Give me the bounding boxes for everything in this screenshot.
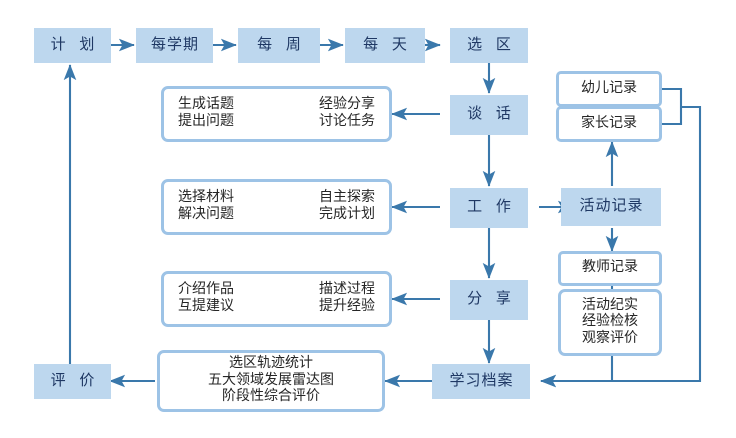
evaluate-detail-line: 阶段性综合评价 [222,389,320,405]
teacher-detail-line: 观察评价 [582,330,638,346]
work-detail-0-left: 选择材料 [178,190,234,206]
node-week-label: 每 周 [257,36,306,53]
node-area-label: 选 区 [467,36,516,53]
node-portfolio[interactable]: 学习档案 [432,364,530,399]
node-parent-record-label: 家长记录 [581,115,637,131]
link-teacher-detail-to-portfolio [540,356,614,388]
node-area[interactable]: 选 区 [450,28,528,63]
talk-detail-1-right: 讨论任务 [319,114,375,129]
share-detail-1-left: 互提建议 [178,299,234,314]
node-day[interactable]: 每 天 [345,28,425,63]
node-work[interactable]: 工 作 [450,188,528,228]
node-plan-label: 计 划 [50,36,100,53]
talk-detail-0-left: 生成话题 [178,97,234,113]
work-detail-0-right: 自主探索 [319,190,375,206]
share-detail-1-right: 提升经验 [319,299,375,314]
node-child-record[interactable]: 幼儿记录 [556,71,662,107]
talk-detail-0-right: 经验分享 [319,97,375,113]
talk-detail-1-left: 提出问题 [178,114,234,129]
teacher-detail-line: 活动纪实 [582,297,638,313]
share-detail-0-left: 介绍作品 [178,282,234,298]
talk-detail-row: 提出问题 讨论任务 [164,114,389,131]
node-semester[interactable]: 每学期 [136,28,213,63]
node-teacher-record[interactable]: 教师记录 [558,251,662,286]
node-portfolio-label: 学习档案 [449,372,514,389]
node-share-detail[interactable]: 介绍作品 描述过程 互提建议 提升经验 [161,271,392,327]
share-detail-row: 互提建议 提升经验 [164,299,389,316]
teacher-detail-line: 经验检核 [582,314,638,330]
node-work-label: 工 作 [467,199,516,216]
node-plan[interactable]: 计 划 [34,28,111,63]
node-semester-label: 每学期 [150,36,199,53]
share-detail-0-right: 描述过程 [319,282,375,298]
node-share[interactable]: 分 享 [450,280,528,320]
work-detail-row: 选择材料 自主探索 [164,190,389,207]
node-day-label: 每 天 [363,36,412,53]
node-work-detail[interactable]: 选择材料 自主探索 解决问题 完成计划 [161,179,392,235]
node-talk-detail[interactable]: 生成话题 经验分享 提出问题 讨论任务 [161,86,392,142]
node-child-record-label: 幼儿记录 [581,80,637,96]
work-detail-1-right: 完成计划 [319,207,375,222]
node-share-label: 分 享 [467,291,516,308]
bracket-child-record [661,87,683,126]
evaluate-detail-line: 选区轨迹统计 [229,356,313,372]
node-talk[interactable]: 谈 话 [450,95,528,135]
share-detail-row: 介绍作品 描述过程 [164,282,389,299]
node-teacher-detail[interactable]: 活动纪实 经验检核 观察评价 [558,289,662,356]
node-activity-record[interactable]: 活动记录 [561,188,661,226]
evaluate-detail-line: 五大领域发展雷达图 [208,372,334,388]
node-week[interactable]: 每 周 [238,28,320,63]
node-evaluate[interactable]: 评 价 [34,364,111,399]
node-evaluate-detail[interactable]: 选区轨迹统计 五大领域发展雷达图 阶段性综合评价 [157,350,385,412]
work-detail-row: 解决问题 完成计划 [164,207,389,224]
node-parent-record[interactable]: 家长记录 [556,106,662,142]
node-activity-record-label: 活动记录 [579,198,644,215]
talk-detail-row: 生成话题 经验分享 [164,97,389,114]
node-teacher-record-label: 教师记录 [582,260,638,276]
node-talk-label: 谈 话 [467,106,516,123]
node-evaluate-label: 评 价 [50,372,100,389]
work-detail-1-left: 解决问题 [178,207,234,222]
